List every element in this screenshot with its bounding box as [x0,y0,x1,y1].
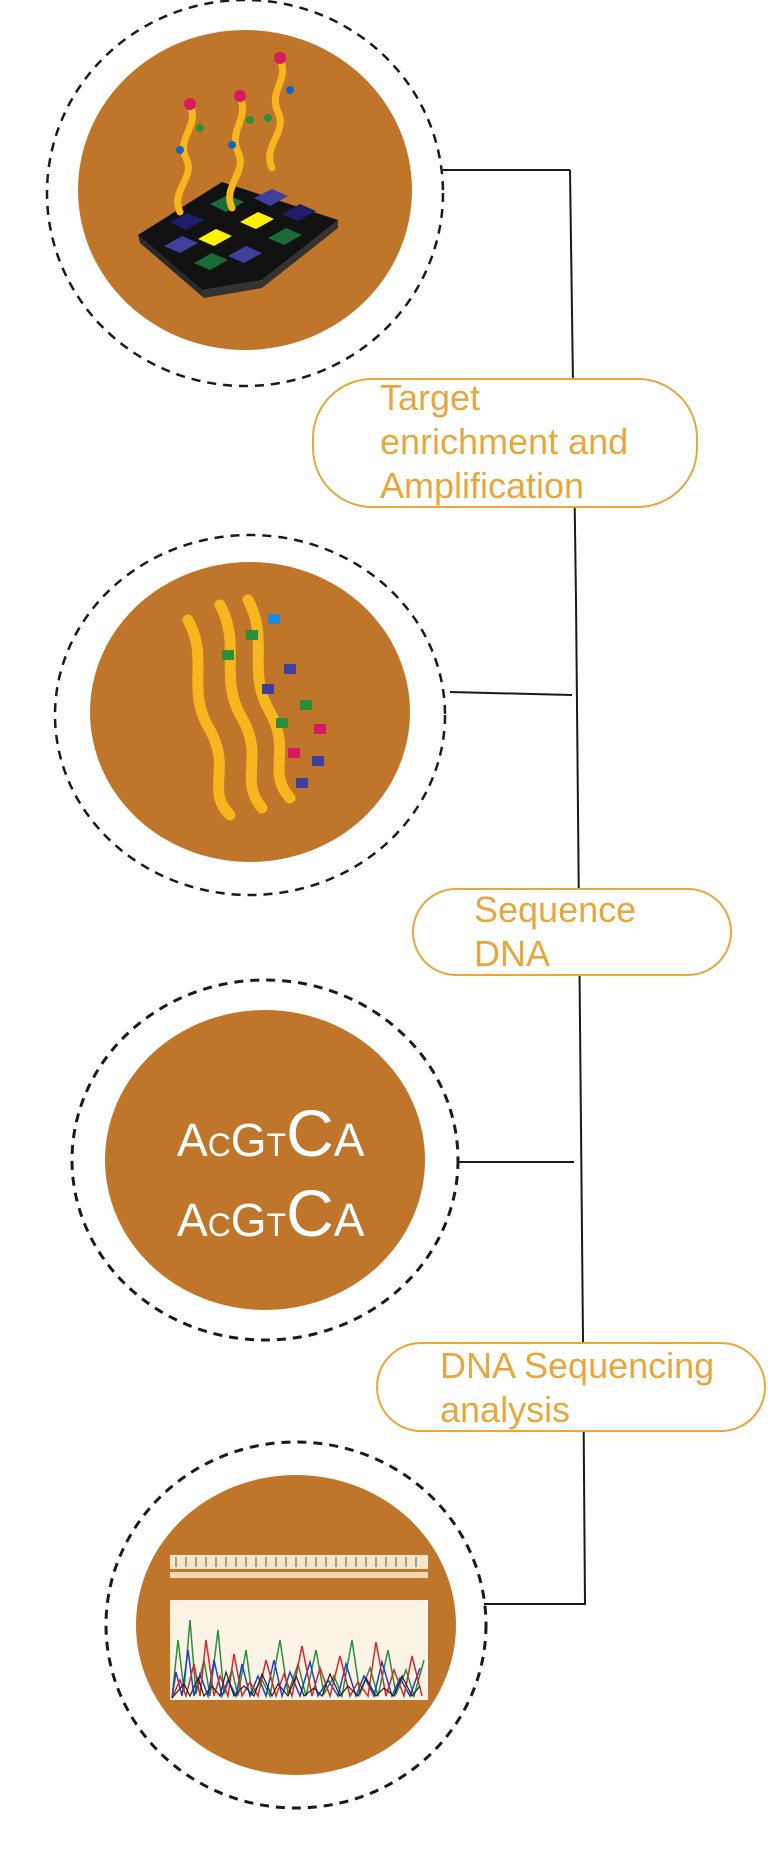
dashed-ring-3 [70,978,460,1342]
step-label-1: Target enrichment and Amplification [380,377,629,506]
base-5: C [286,1176,334,1250]
dna-strands-icon [182,594,326,821]
sequence-line-1: ACGTCA [177,1100,364,1166]
connector-branch-2 [449,691,573,696]
base-5: C [286,1096,334,1170]
base-6: A [333,1194,365,1246]
step-4-icon-group [104,1440,488,1810]
chromatogram-icon [170,1555,428,1700]
base-4: T [266,1207,287,1243]
step-label-box-1 [312,378,698,508]
dashed-ring-2 [53,533,447,897]
microarray-chip-icon [138,52,338,298]
step-circle-2 [90,562,410,862]
base-3: G [230,1194,267,1246]
base-2: C [207,1207,231,1243]
step-circle-3 [105,1010,425,1310]
step-label-3: DNA Sequencing analysis [440,1345,715,1430]
base-2: C [207,1127,231,1163]
step-2-icon-group [53,533,447,897]
base-3: G [230,1114,267,1166]
dashed-ring-4 [104,1440,488,1810]
base-1: A [177,1114,208,1166]
base-4: T [266,1127,287,1163]
sequence-line-2: ACGTCA [177,1180,364,1246]
base-6: A [333,1114,365,1166]
step-3-icon-group [70,978,460,1342]
step-label-2: Sequence DNA [474,889,637,974]
step-label-box-2 [412,888,732,976]
step-1-icon-group [45,0,445,388]
step-label-box-3 [376,1342,766,1432]
base-1: A [177,1194,208,1246]
dashed-ring-1 [45,0,445,388]
